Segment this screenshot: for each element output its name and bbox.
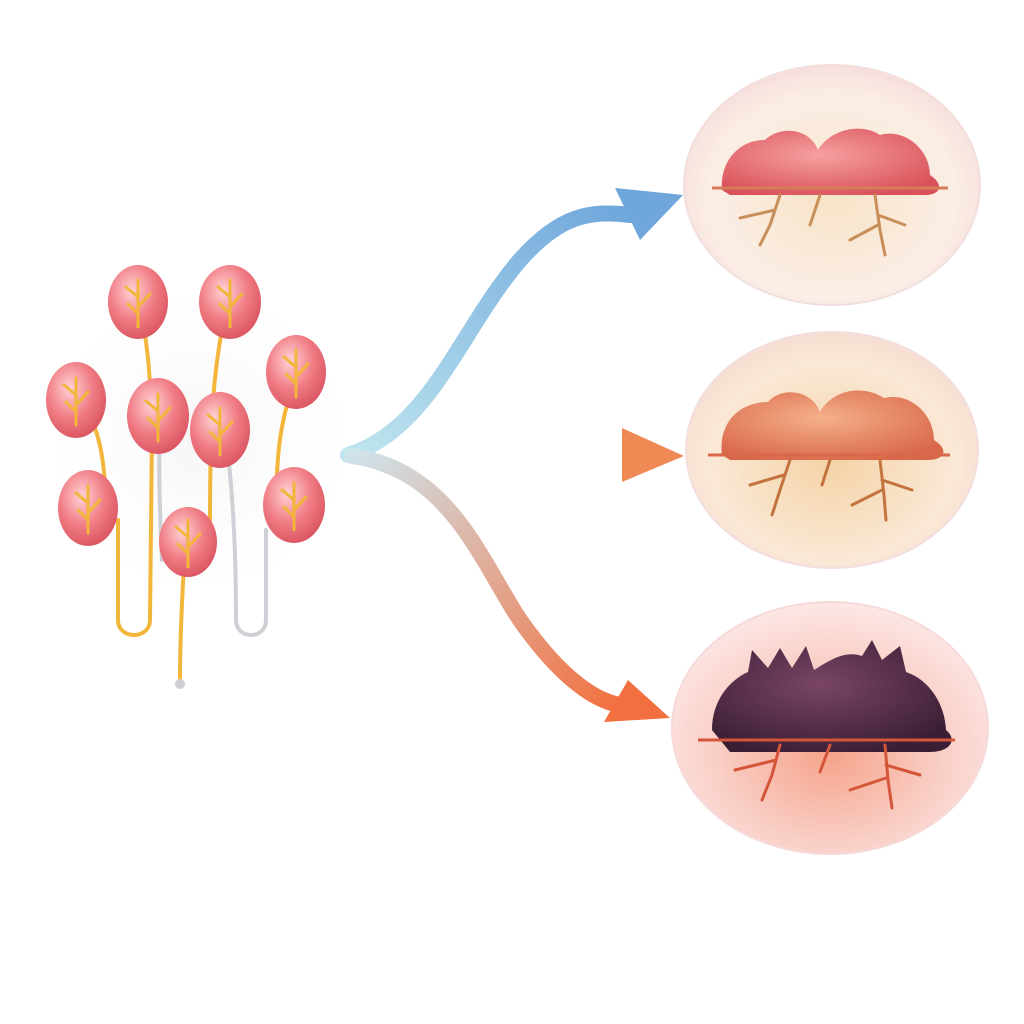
cell [266, 335, 326, 409]
tissue-mass [712, 128, 948, 257]
cell [159, 507, 217, 577]
cells [46, 265, 326, 577]
arrow-top [340, 188, 683, 463]
outcome-mild [683, 64, 981, 306]
tissue-mass [708, 390, 950, 522]
stem [223, 428, 268, 637]
cell [190, 392, 250, 468]
outcome-severe [671, 601, 989, 855]
arrows [340, 188, 684, 722]
cell [127, 378, 189, 454]
arrow-middle [342, 428, 684, 482]
cell [263, 467, 325, 543]
cell [58, 470, 118, 546]
arrow-bottom [344, 448, 670, 722]
outcome-moderate [685, 331, 979, 569]
cell-cluster [25, 265, 375, 689]
cell [199, 265, 261, 339]
tissue-mass [698, 640, 955, 810]
stem-tip [175, 679, 185, 689]
cell [108, 265, 168, 339]
cell [46, 362, 106, 438]
